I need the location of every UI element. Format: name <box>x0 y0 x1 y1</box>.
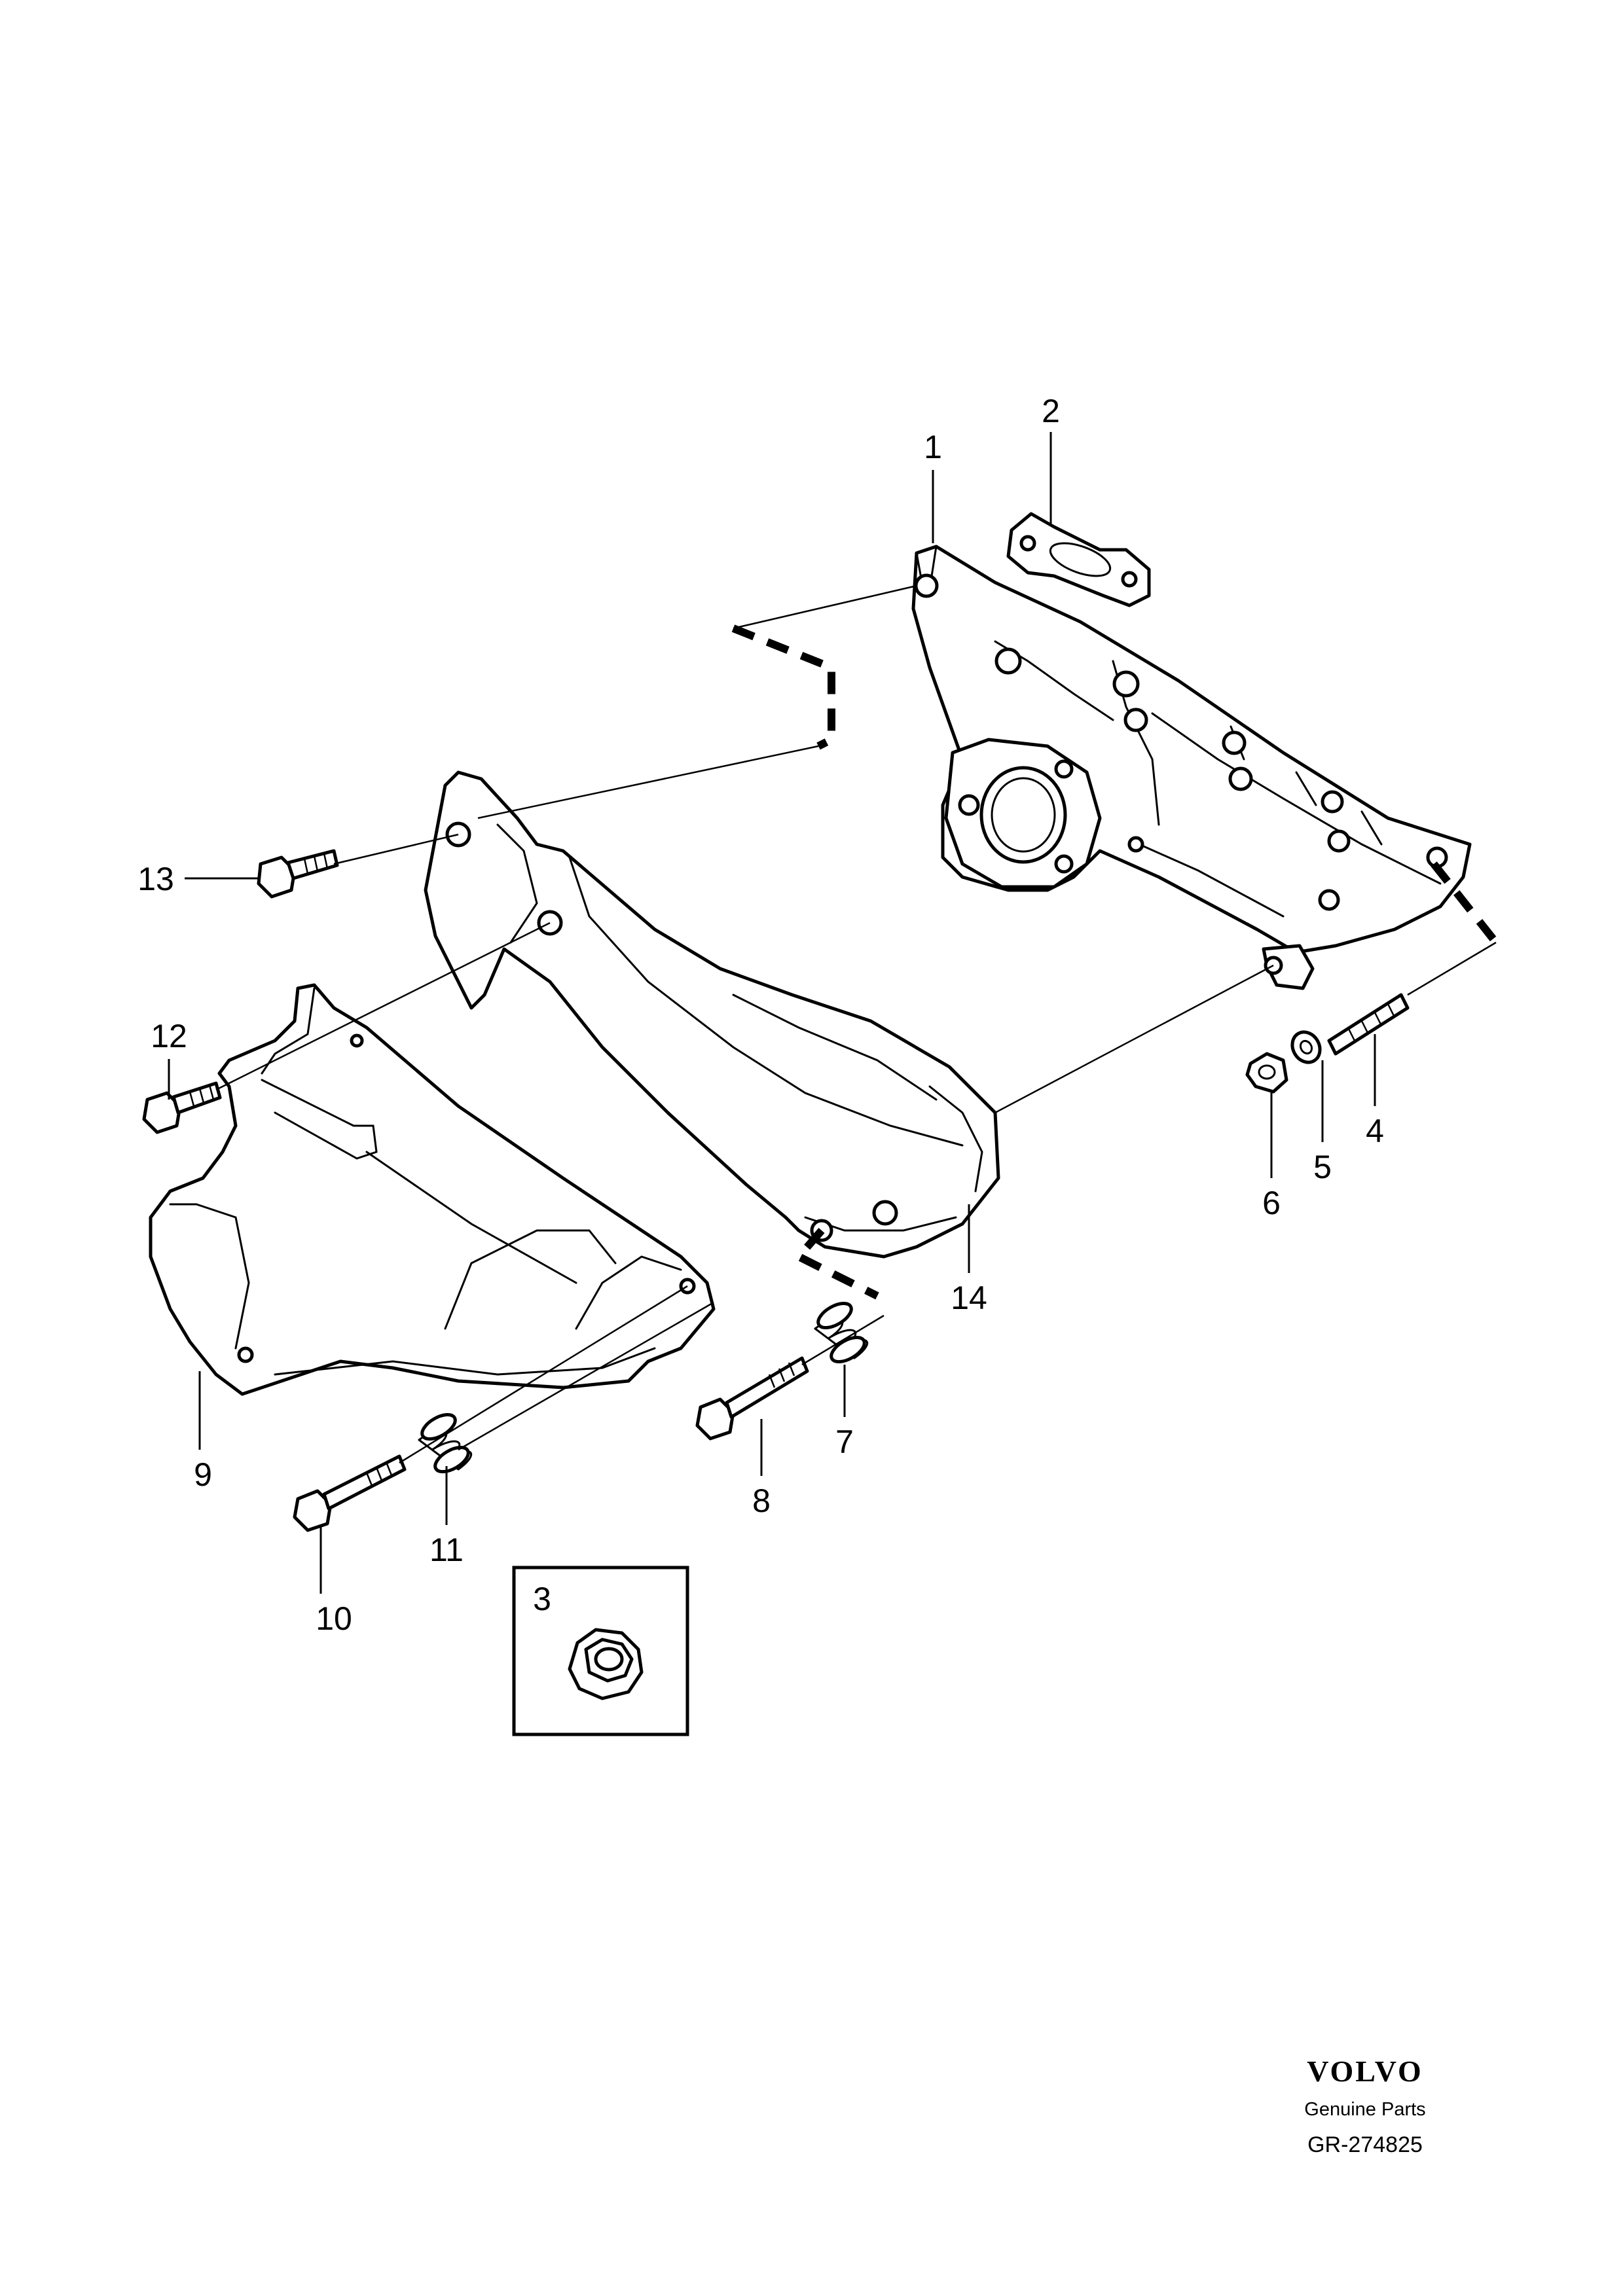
spring-11 <box>418 1412 473 1474</box>
callout-14: 14 <box>951 1280 987 1316</box>
callout-2: 2 <box>1042 393 1060 429</box>
callout-10: 10 <box>316 1600 352 1637</box>
lower-heat-shield <box>149 983 716 1396</box>
callout-7: 7 <box>835 1424 854 1460</box>
bolt-8 <box>695 1356 809 1441</box>
callout-1: 1 <box>924 429 942 465</box>
callout-13: 13 <box>137 861 174 897</box>
part3-inset-box <box>512 1566 689 1736</box>
callout-5: 5 <box>1313 1149 1332 1185</box>
bolt-13 <box>257 849 339 899</box>
stud-4 <box>1327 993 1410 1056</box>
callout-12: 12 <box>151 1018 187 1054</box>
callout-9: 9 <box>194 1456 212 1493</box>
callout-11: 11 <box>429 1532 464 1568</box>
callout-6: 6 <box>1262 1185 1281 1221</box>
callout-4: 4 <box>1366 1113 1384 1149</box>
diagram-code: GR-274825 <box>1307 2132 1423 2157</box>
callout-3: 3 <box>533 1581 551 1617</box>
bolt-10 <box>293 1454 407 1532</box>
manifold-gasket <box>1006 512 1151 607</box>
brand-tagline: Genuine Parts <box>1304 2099 1425 2120</box>
exhaust-manifold <box>911 545 1472 990</box>
upper-heat-shield <box>424 770 1000 1259</box>
volvo-logo: VOLVO <box>1307 2054 1423 2088</box>
callouts: 1 2 3 4 5 6 7 8 9 10 11 12 13 14 <box>137 393 1384 1637</box>
nut-6 <box>1245 1052 1288 1094</box>
assembly-lines <box>215 584 1499 1464</box>
callout-8: 8 <box>752 1482 771 1519</box>
brand-block: VOLVO Genuine Parts GR-274825 <box>1304 2054 1425 2157</box>
washer-5 <box>1290 1030 1322 1064</box>
spring-7 <box>814 1301 869 1364</box>
bolt-12 <box>142 1081 222 1134</box>
leader-lines <box>168 432 1376 1594</box>
